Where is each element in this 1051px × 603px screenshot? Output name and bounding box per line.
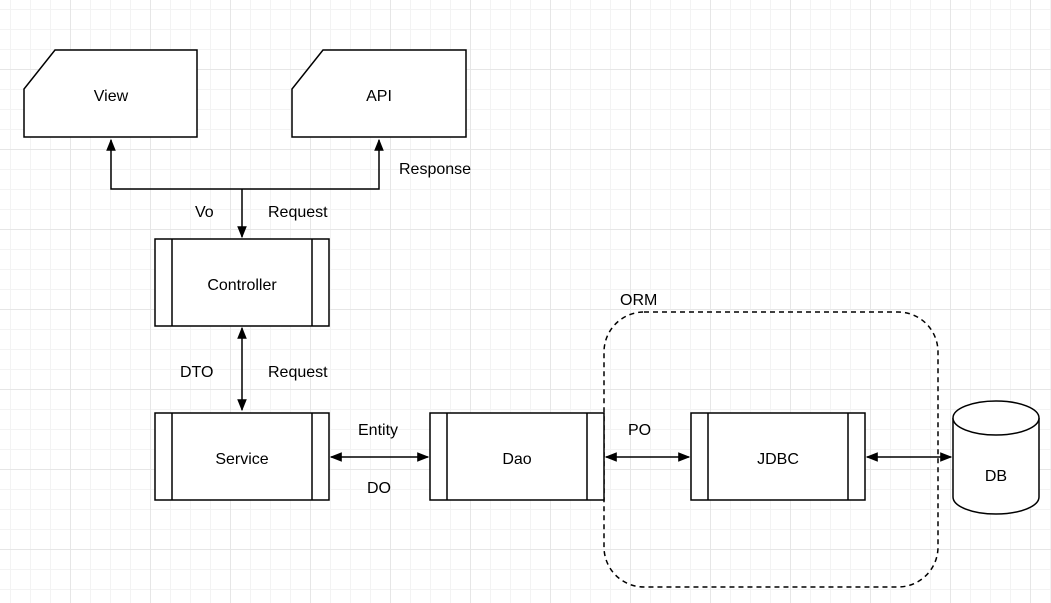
response-label: Response [399, 161, 471, 178]
request-label-top: Request [268, 204, 328, 221]
dto-label: DTO [180, 364, 213, 381]
service-node[interactable]: Service [154, 412, 330, 501]
dao-node[interactable]: Dao [429, 412, 605, 501]
db-node[interactable]: DB [952, 400, 1040, 515]
dao-label: Dao [502, 451, 531, 468]
view-node[interactable]: View [23, 49, 198, 138]
vo-label: Vo [195, 204, 214, 221]
orm-group [603, 311, 939, 588]
jdbc-label: JDBC [757, 451, 799, 468]
controller-node[interactable]: Controller [154, 238, 330, 327]
service-label: Service [215, 451, 268, 468]
view-label: View [94, 88, 129, 105]
db-label: DB [985, 468, 1007, 485]
do-label: DO [367, 480, 391, 497]
orm-label: ORM [620, 292, 657, 309]
entity-label: Entity [358, 422, 398, 439]
api-label: API [366, 88, 392, 105]
jdbc-node[interactable]: JDBC [690, 412, 866, 501]
po-label: PO [628, 422, 651, 439]
request-label-mid: Request [268, 364, 328, 381]
view-api-connector [106, 138, 384, 239]
controller-label: Controller [207, 277, 277, 294]
api-node[interactable]: API [291, 49, 467, 138]
